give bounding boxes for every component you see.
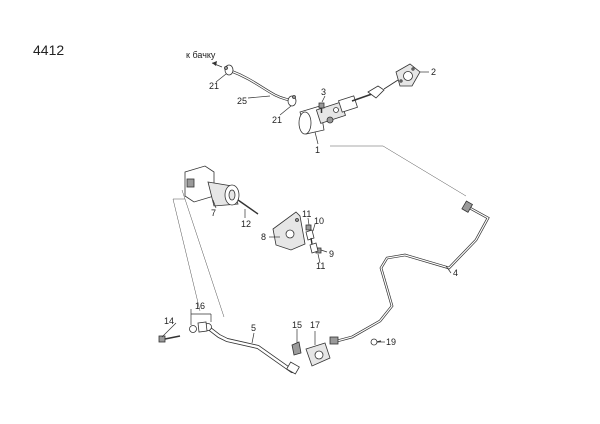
label-12: 12 bbox=[241, 219, 251, 229]
mounting-flange bbox=[395, 63, 421, 87]
hydraulic-line bbox=[336, 205, 490, 343]
label-11-lower: 11 bbox=[316, 261, 325, 271]
hose-end-fitting bbox=[286, 361, 300, 375]
part-labels: 21 25 21 3 1 2 4 7 12 8 11 10 9 11 14 16… bbox=[164, 67, 458, 347]
label-2: 2 bbox=[431, 67, 436, 77]
bracket bbox=[272, 211, 306, 251]
banjo-bolt bbox=[158, 335, 181, 343]
label-15: 15 bbox=[292, 320, 302, 330]
line-fitting-upper bbox=[461, 200, 474, 213]
assembly-lines bbox=[172, 145, 467, 318]
line-fitting-lower bbox=[329, 336, 339, 345]
hose-bracket bbox=[305, 342, 331, 367]
label-7: 7 bbox=[211, 208, 216, 218]
label-5: 5 bbox=[251, 323, 256, 333]
leader-lines bbox=[161, 71, 452, 345]
hose-clamp-lower bbox=[287, 95, 297, 107]
clutch-slave-cylinder bbox=[184, 165, 259, 215]
bolt-3 bbox=[318, 102, 325, 113]
label-14: 14 bbox=[164, 316, 174, 326]
sealing-washers bbox=[189, 321, 212, 333]
clutch-master-cylinder bbox=[298, 79, 399, 135]
retaining-clip bbox=[291, 341, 302, 356]
bleeder-nipple bbox=[370, 338, 382, 346]
bolt-9 bbox=[309, 242, 319, 254]
flexible-hose bbox=[204, 324, 294, 373]
label-19: 19 bbox=[386, 337, 396, 347]
label-11-upper: 11 bbox=[302, 209, 311, 219]
label-17: 17 bbox=[310, 320, 320, 330]
label-8: 8 bbox=[261, 232, 266, 242]
label-16: 16 bbox=[195, 301, 205, 311]
reservoir-note: к бачку bbox=[186, 50, 216, 60]
label-3: 3 bbox=[321, 87, 326, 97]
label-9: 9 bbox=[329, 249, 334, 259]
label-21-lower: 21 bbox=[272, 115, 282, 125]
label-4: 4 bbox=[453, 268, 458, 278]
label-10: 10 bbox=[314, 216, 324, 226]
diagram-title: 4412 bbox=[33, 42, 64, 58]
to-reservoir-arrow bbox=[211, 61, 223, 68]
label-1: 1 bbox=[315, 145, 320, 155]
label-21-upper: 21 bbox=[209, 81, 219, 91]
hose-clamp-upper bbox=[224, 64, 234, 76]
bolt-10 bbox=[305, 229, 315, 245]
bolt-11-upper bbox=[305, 224, 312, 231]
label-25: 25 bbox=[237, 96, 247, 106]
